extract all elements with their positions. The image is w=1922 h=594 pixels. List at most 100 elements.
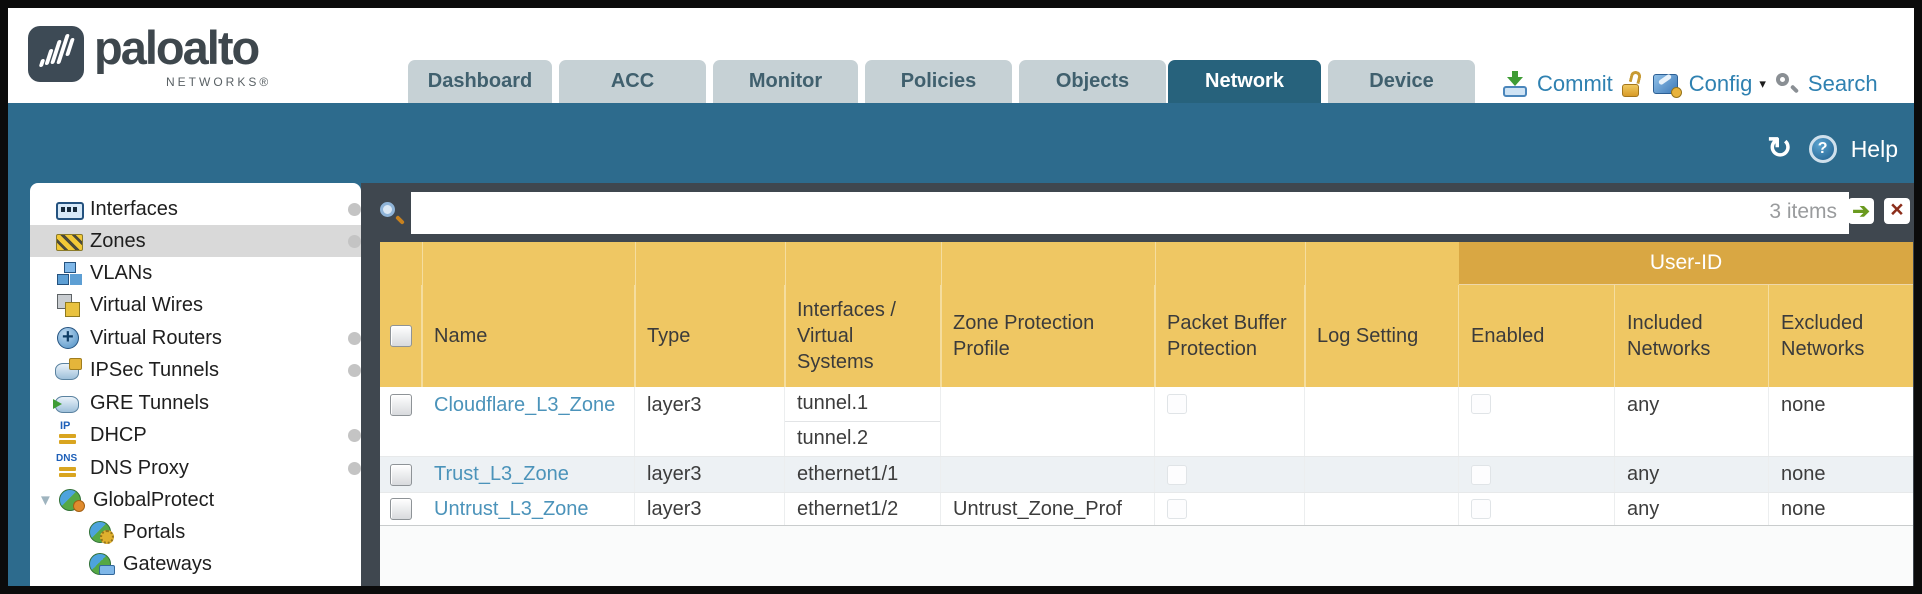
sidebar-item-dhcp[interactable]: DHCP (30, 419, 361, 451)
ipsec-tunnels-icon (55, 358, 82, 382)
sidebar-item-virtual-routers[interactable]: Virtual Routers (30, 322, 361, 354)
zone-name-link[interactable]: Cloudflare_L3_Zone (434, 394, 616, 416)
config-icon (1652, 72, 1682, 98)
config-caret-icon[interactable]: ▾ (1759, 76, 1766, 91)
zone-name-link[interactable]: Untrust_L3_Zone (434, 497, 589, 520)
brand-wordmark: paloalto (94, 21, 260, 74)
brand-networks-label: NETWORKS® (166, 75, 272, 89)
sidebar-item-virtual-wires[interactable]: Virtual Wires (30, 289, 361, 321)
tab-dashboard[interactable]: Dashboard (408, 60, 552, 103)
excluded-networks-cell: none (1781, 394, 1826, 416)
body-area: Interfaces Zones VLANs Virtual Wires Vir… (8, 183, 1914, 586)
tab-device[interactable]: Device (1328, 60, 1475, 103)
teal-banner: ↻ ? Help (8, 103, 1914, 183)
refresh-icon[interactable]: ↻ (1767, 132, 1793, 165)
table-row-cloudflare: Cloudflare_L3_Zone layer3 tunnel.1 tunne… (380, 387, 1913, 457)
status-dot (348, 462, 361, 475)
sidebar-item-globalprotect[interactable]: ▼ GlobalProtect (38, 488, 215, 512)
packet-buffer-protection-checkbox[interactable] (1167, 499, 1187, 519)
lock-icon[interactable] (1621, 69, 1644, 97)
sidebar-item-ipsec-tunnels[interactable]: IPSec Tunnels (30, 354, 361, 386)
zones-main-panel: 3 items ➔ × Name Type Interfaces / Virtu… (361, 183, 1914, 586)
status-dot (348, 235, 361, 248)
user-id-enabled-cell (1459, 387, 1615, 456)
header-select-cell (380, 285, 422, 387)
status-dot (348, 332, 361, 345)
top-bar: paloalto NETWORKS® Dashboard ACC Monitor… (8, 8, 1914, 103)
tab-objects[interactable]: Objects (1019, 60, 1166, 103)
zone-name-cell: Untrust_L3_Zone (422, 493, 635, 525)
zones-table: Name Type Interfaces / Virtual Systems Z… (380, 242, 1913, 526)
help-link[interactable]: Help (1850, 135, 1898, 162)
filter-input[interactable] (411, 192, 1849, 234)
expand-triangle-icon[interactable]: ▼ (38, 491, 53, 509)
help-icon[interactable]: ? (1808, 135, 1837, 163)
interfaces-cell: ethernet1/1 (785, 457, 941, 492)
sidebar-item-gre-tunnels[interactable]: GRE Tunnels (30, 387, 361, 419)
interfaces-cell: ethernet1/2 (785, 493, 941, 525)
paloalto-logo-icon (28, 26, 84, 82)
interface-entry: tunnel.1 (785, 387, 940, 422)
filter-search-icon[interactable] (379, 201, 405, 227)
row-select-checkbox[interactable] (390, 394, 412, 416)
item-count-label: 3 items (1769, 200, 1837, 223)
interfaces-icon (55, 197, 84, 221)
col-header-type[interactable]: Type (635, 285, 785, 387)
filter-bar: 3 items (411, 192, 1849, 234)
green-arrow-icon: ➔ (1852, 199, 1870, 223)
row-select-cell (380, 493, 422, 525)
tab-acc[interactable]: ACC (559, 60, 706, 103)
col-header-included-networks[interactable]: Included Networks (1615, 285, 1769, 387)
tab-policies[interactable]: Policies (865, 60, 1012, 103)
virtual-routers-icon (55, 326, 82, 350)
tab-monitor[interactable]: Monitor (713, 60, 858, 103)
clear-filter-button[interactable]: × (1884, 198, 1910, 224)
zone-protection-profile-cell (941, 457, 1155, 492)
row-select-checkbox[interactable] (390, 498, 412, 520)
sidebar-item-gateways[interactable]: Gateways (30, 548, 361, 580)
col-header-zone-protection-profile[interactable]: Zone Protection Profile (941, 285, 1155, 387)
sidebar-item-zones[interactable]: Zones (30, 225, 361, 257)
table-footer-space (380, 526, 1913, 586)
col-header-excluded-networks[interactable]: Excluded Networks (1781, 312, 1865, 360)
dns-proxy-icon (55, 453, 82, 480)
sidebar-item-vlans[interactable]: VLANs (30, 257, 361, 289)
gateways-icon (88, 552, 115, 576)
config-button[interactable]: Config (1688, 71, 1753, 96)
packet-buffer-protection-checkbox[interactable] (1167, 464, 1187, 485)
user-id-group-header: User-ID (1459, 242, 1913, 285)
packet-buffer-protection-checkbox[interactable] (1167, 394, 1187, 414)
col-header-packet-buffer-protection[interactable]: Packet Buffer Protection (1155, 285, 1305, 387)
zone-protection-profile-cell: Untrust_Zone_Prof (941, 493, 1155, 525)
user-id-enabled-checkbox[interactable] (1471, 464, 1491, 485)
sidebar-item-interfaces[interactable]: Interfaces (30, 193, 361, 225)
zone-name-link[interactable]: Trust_L3_Zone (434, 463, 569, 485)
search-icon (1775, 72, 1800, 96)
search-button[interactable]: Search (1807, 71, 1878, 96)
commit-button[interactable]: Commit (1537, 71, 1613, 96)
user-id-enabled-cell (1459, 457, 1615, 492)
user-id-enabled-checkbox[interactable] (1471, 499, 1491, 519)
virtual-wires-icon (55, 293, 82, 317)
tab-network[interactable]: Network (1168, 60, 1321, 103)
table-row-untrust: Untrust_L3_Zone layer3 ethernet1/2 Untru… (380, 493, 1913, 526)
header-select-checkbox[interactable] (389, 325, 412, 347)
col-header-log-setting[interactable]: Log Setting (1305, 285, 1459, 387)
row-select-checkbox[interactable] (390, 463, 412, 486)
globalprotect-icon (58, 488, 85, 512)
zones-icon (55, 229, 83, 253)
red-x-icon: × (1890, 196, 1904, 222)
sidebar-item-dns-proxy[interactable]: DNS Proxy (30, 452, 361, 484)
col-header-interfaces[interactable]: Interfaces / Virtual Systems (785, 285, 941, 387)
zone-type-cell: layer3 (635, 493, 785, 525)
col-header-name[interactable]: Name (422, 285, 635, 387)
log-setting-cell (1305, 457, 1459, 492)
packet-buffer-protection-cell (1155, 493, 1305, 525)
included-networks-cell: any (1615, 387, 1769, 456)
sidebar-item-portals[interactable]: Portals (30, 516, 361, 548)
col-header-enabled[interactable]: Enabled (1459, 285, 1615, 387)
apply-filter-button[interactable]: ➔ (1848, 198, 1874, 224)
included-networks-cell: any (1615, 457, 1769, 492)
table-header: Name Type Interfaces / Virtual Systems Z… (380, 242, 1913, 387)
user-id-enabled-checkbox[interactable] (1471, 394, 1491, 414)
